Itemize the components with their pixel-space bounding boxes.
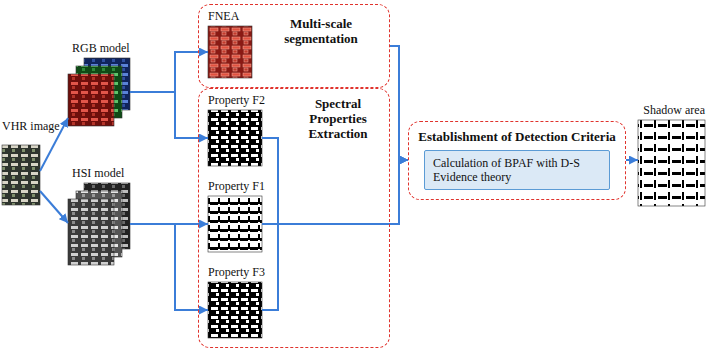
image-caption: RGB model: [72, 41, 130, 55]
flow-arrow: [130, 52, 208, 92]
flow-arrow: [130, 92, 208, 138]
flow-arrow: [626, 159, 638, 161]
connector-group: [40, 46, 638, 310]
image-thumbnail: RGB model: [68, 58, 130, 126]
image-caption: Property F2: [208, 93, 265, 107]
image-caption: HSI model: [72, 166, 124, 180]
shadow-result-image: [638, 120, 705, 206]
flow-arrow: [40, 191, 68, 223]
image-thumbnail: Property F2: [208, 110, 262, 166]
image-caption: Property F3: [208, 265, 265, 279]
property-image: [208, 282, 262, 338]
image-thumbnail: Property F3: [208, 282, 262, 338]
hue-image: [68, 199, 114, 265]
group-title: Spectral Properties Extraction: [290, 96, 386, 141]
dashed-group-box: Multi-scale segmentation FNEA: [198, 4, 390, 88]
process-box: Calculation of BPAF with D-S Evidence th…: [424, 150, 610, 190]
segmentation-image: [208, 26, 252, 78]
image-thumbnail: HSI model: [68, 183, 130, 265]
image-caption: Property F1: [208, 179, 265, 193]
group-title: Establishment of Detection Criteria: [416, 129, 618, 144]
image-thumbnail: FNEA: [208, 26, 252, 78]
image-thumbnail: VHR image: [2, 145, 40, 205]
flow-arrow: [262, 160, 408, 310]
property-image: [208, 110, 262, 166]
group-title: Multi-scale segmentation: [260, 16, 382, 46]
image-caption: FNEA: [208, 9, 239, 23]
vhr-image: [2, 145, 40, 205]
image-caption: Shadow area: [643, 103, 705, 117]
box-text: Calculation of BPAF with D-S Evidence th…: [433, 156, 601, 184]
dashed-group-box: Establishment of Detection CriteriaCalcu…: [408, 121, 626, 200]
red-band-image: [68, 74, 114, 126]
image-thumbnail: Shadow area: [638, 120, 705, 206]
flow-arrow: [262, 138, 408, 224]
property-image: [208, 196, 262, 252]
image-caption: VHR image: [2, 119, 60, 133]
dashed-group-box: Spectral Properties ExtractionProperty F…: [198, 88, 390, 348]
flow-arrow: [390, 46, 408, 160]
flow-arrow: [262, 160, 408, 224]
image-thumbnail: Property F1: [208, 196, 262, 252]
flow-arrow: [130, 224, 208, 310]
